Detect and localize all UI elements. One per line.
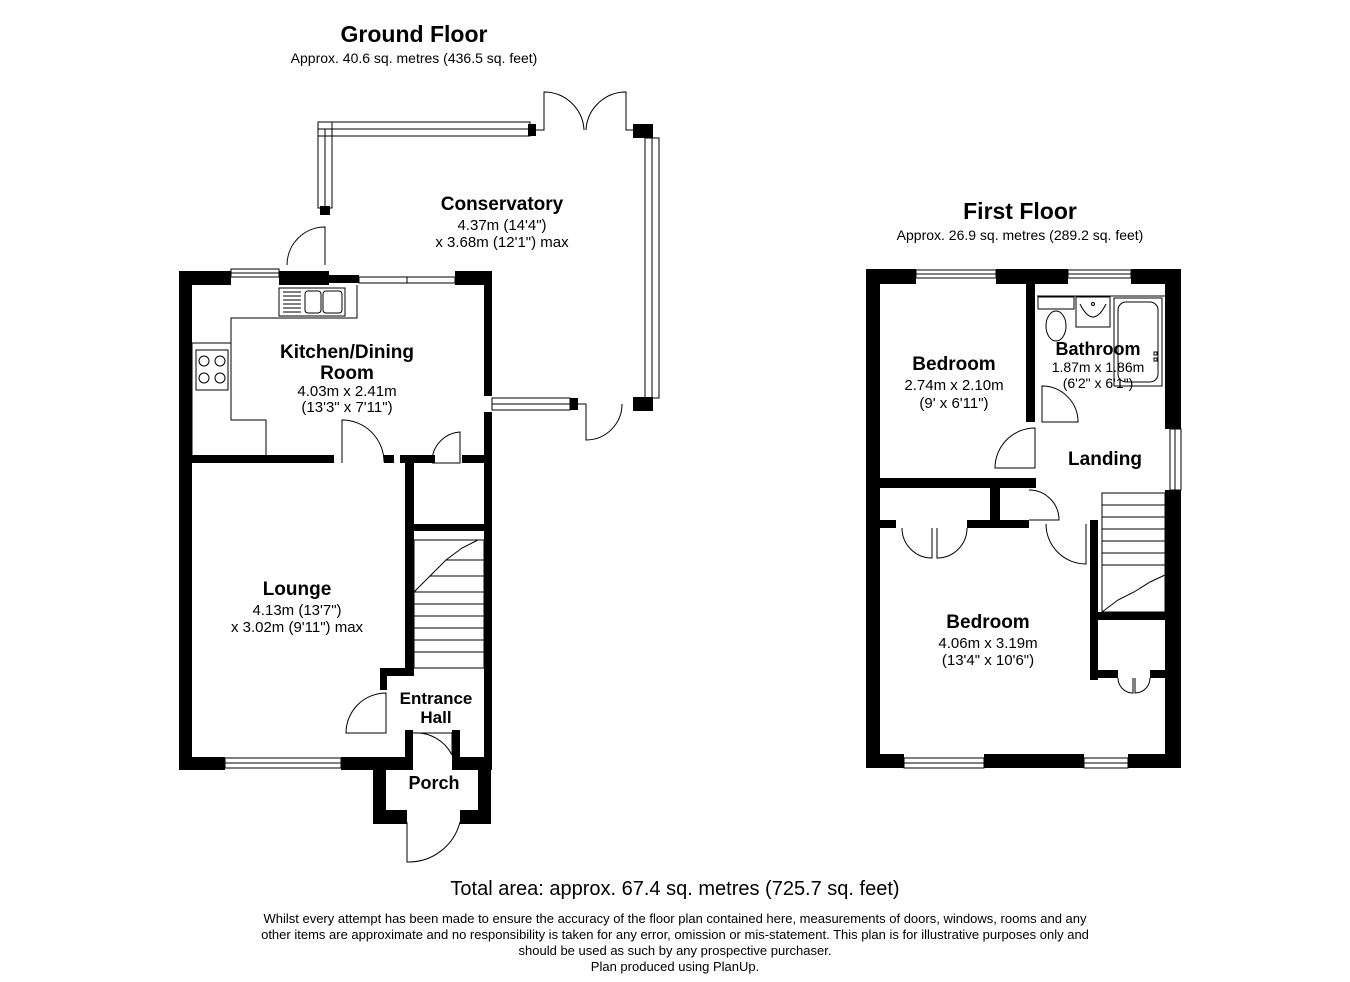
lounge-name: Lounge: [262, 579, 332, 600]
ground-floor-doors: [286, 91, 633, 863]
bathroom-dim-2: (6'2" x 6'1"): [1062, 375, 1134, 391]
lounge-dim-2: x 3.02m (9'11") max: [230, 619, 364, 636]
ground-floor-glazing: [224, 121, 660, 801]
first-floor-stairs: [1101, 492, 1166, 613]
lounge-dim-1: 4.13m (13'7"): [252, 602, 342, 619]
ground-floor-title: Ground Floor: [340, 21, 488, 47]
conservatory-name: Conservatory: [440, 194, 564, 215]
bedroom-1-dim-2: (9' x 6'11"): [919, 395, 989, 412]
porch-name: Porch: [408, 773, 460, 793]
conservatory-dim-1: 4.37m (14'4"): [457, 217, 547, 234]
first-floor-area: Approx. 26.9 sq. metres (289.2 sq. feet): [896, 227, 1144, 243]
kitchen-units: [191, 285, 358, 455]
first-floor-title: First Floor: [963, 198, 1077, 224]
ground-floor-stairs: [413, 539, 485, 669]
bedroom-1-dim-1: 2.74m x 2.10m: [904, 377, 1004, 394]
bedroom-2-dim-1: 4.06m x 3.19m: [938, 635, 1038, 652]
kitchen-name-2: Room: [320, 363, 374, 384]
landing-name: Landing: [1068, 449, 1142, 470]
disclaimer-line-1: Whilst every attempt has been made to en…: [263, 911, 1087, 926]
first-floor-doors: [901, 385, 1151, 694]
disclaimer-line-3: should be used as such by any prospectiv…: [518, 943, 832, 958]
kitchen-name: Kitchen/Dining: [279, 342, 415, 363]
bedroom-2-name: Bedroom: [946, 612, 1030, 633]
first-floor-glazing: [903, 269, 1182, 769]
first-floor-walls: [866, 269, 1181, 768]
bedroom-1-name: Bedroom: [912, 354, 996, 375]
entrance-hall-name-2: Hall: [420, 708, 452, 727]
ground-floor-area: Approx. 40.6 sq. metres (436.5 sq. feet): [290, 50, 538, 66]
bathroom-dim-1: 1.87m x 1.86m: [1051, 359, 1145, 375]
bathroom-name: Bathroom: [1055, 339, 1141, 359]
bathroom-fixtures: [1037, 295, 1165, 387]
kitchen-dim-1: 4.03m x 2.41m: [297, 383, 397, 400]
kitchen-dim-2: (13'3" x 7'11"): [301, 399, 393, 416]
ground-floor-walls: [179, 124, 653, 824]
conservatory-dim-2: x 3.68m (12'1") max: [435, 234, 569, 251]
disclaimer-line-4: Plan produced using PlanUp.: [590, 959, 760, 974]
bedroom-2-dim-2: (13'4" x 10'6"): [941, 652, 1035, 669]
total-area: Total area: approx. 67.4 sq. metres (725…: [450, 878, 900, 900]
disclaimer-line-2: other items are approximate and no respo…: [261, 927, 1089, 942]
entrance-hall-name: Entrance: [399, 689, 473, 708]
